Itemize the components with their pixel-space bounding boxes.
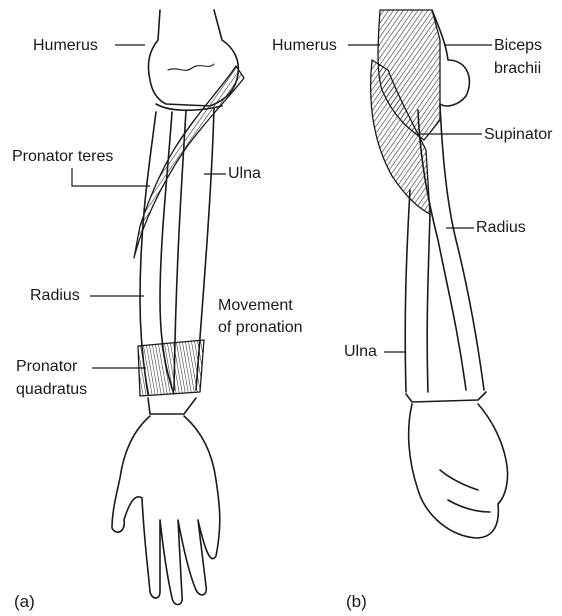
label-b-humerus: Humerus: [272, 36, 337, 55]
label-a-movement-line1: Movement: [218, 296, 293, 315]
panel-a-hand: [112, 416, 220, 605]
panel-b-ulna-bone: [405, 190, 430, 392]
panel-a-pronator-teres-muscle: [134, 66, 244, 258]
panel-b-wrist: [406, 392, 486, 402]
panel-a-letter: (a): [14, 592, 35, 611]
label-a-pronator-quadratus-line1: Pronator: [16, 357, 77, 376]
label-b-radius: Radius: [476, 218, 526, 237]
label-a-ulna: Ulna: [228, 164, 261, 183]
label-b-supinator: Supinator: [484, 125, 553, 144]
leader-a-pronator-teres: [72, 168, 150, 186]
label-a-pronator-quadratus-line2: quadratus: [16, 380, 87, 399]
panel-a-pronator-quadratus-muscle: [138, 340, 204, 396]
panel-a-humerus-condyle-detail: [168, 64, 214, 70]
panel-b-arm: [371, 10, 508, 538]
label-b-biceps-line2: brachii: [494, 59, 541, 78]
label-b-biceps-line1: Biceps: [494, 36, 542, 55]
panel-b-letter: (b): [346, 592, 367, 611]
label-a-radius: Radius: [30, 286, 80, 305]
label-a-pronator-teres: Pronator teres: [12, 147, 113, 166]
label-a-humerus: Humerus: [33, 36, 98, 55]
label-a-movement-line2: of pronation: [218, 318, 303, 337]
panel-b-hand: [409, 404, 508, 538]
panel-a-wrist: [148, 398, 196, 414]
label-b-ulna: Ulna: [344, 342, 377, 361]
